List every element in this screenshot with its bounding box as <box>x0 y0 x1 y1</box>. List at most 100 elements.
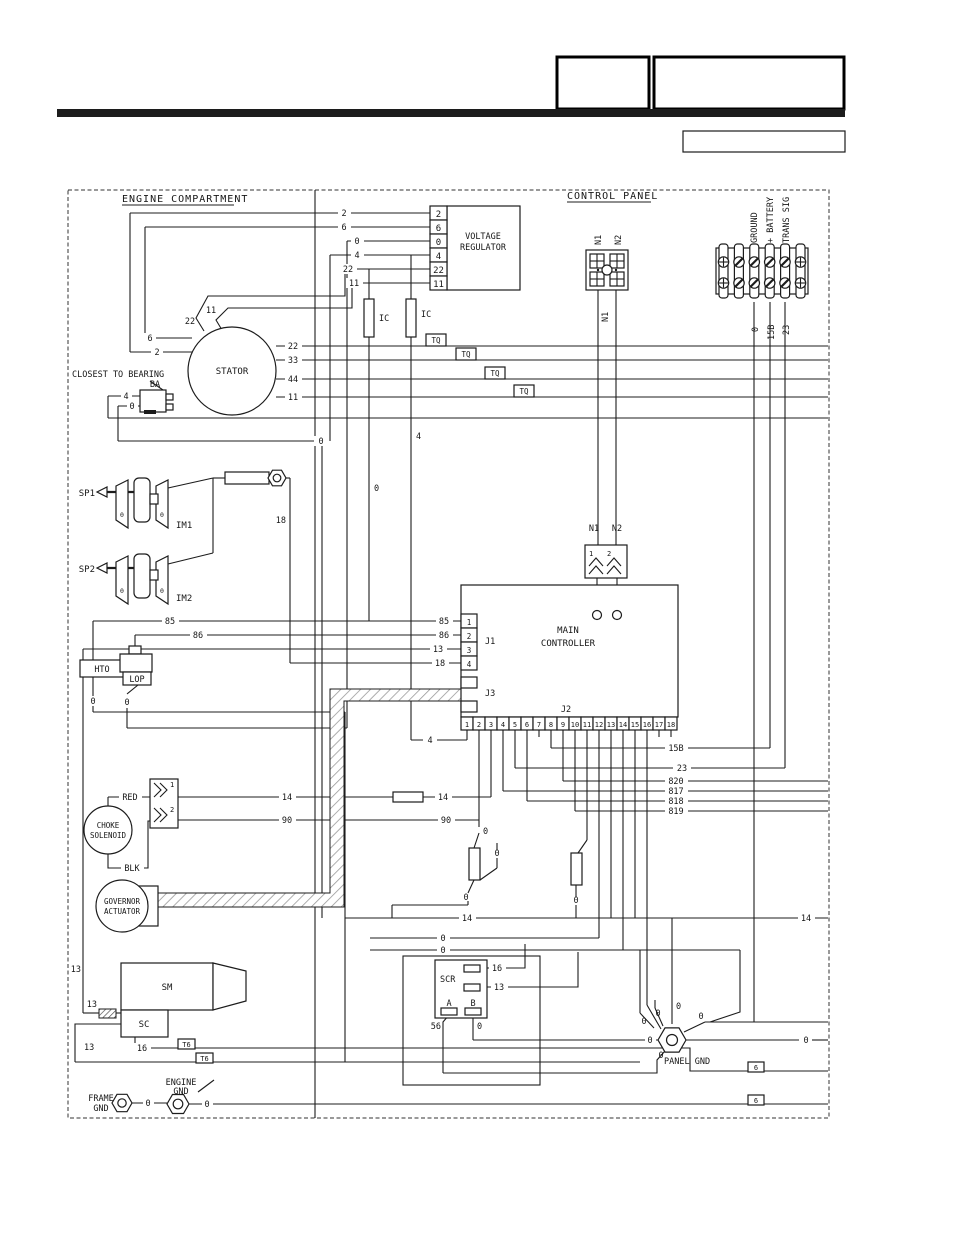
wire-label: 14 <box>438 793 448 803</box>
scr-label: SCR <box>440 975 456 985</box>
wire-label: 13 <box>84 1043 94 1053</box>
wire-label: 0 <box>440 934 445 944</box>
wire-label: 13 <box>87 1000 97 1010</box>
wire-label: 18 <box>435 659 445 669</box>
j2-pin: 7 <box>537 721 541 729</box>
hto-label: HTO <box>94 665 109 675</box>
wire-label: 0 <box>124 698 129 708</box>
j1-pin: 4 <box>467 660 472 669</box>
tq-tag-box <box>484 366 506 380</box>
sp1-label: SP1 <box>79 489 95 499</box>
vr-terminal: 2 <box>436 210 441 220</box>
n2-label: N2 <box>612 524 622 534</box>
t6-tag: T6 <box>200 1055 208 1063</box>
j2-pin: 13 <box>607 721 615 729</box>
j2-label: J2 <box>561 705 571 715</box>
ignition-resistor <box>224 471 270 485</box>
vr-terminal: 0 <box>436 238 441 248</box>
wire-label: 817 <box>668 787 683 797</box>
resistor-1 <box>468 847 481 881</box>
wire-label: 0 <box>129 402 134 412</box>
wire-label: 56 <box>431 1022 441 1032</box>
choke-pin: 2 <box>170 806 174 814</box>
six-tag-box <box>747 1094 765 1106</box>
wire-label: 0 <box>120 587 124 595</box>
wire-label: 6 <box>341 223 346 233</box>
page-header <box>57 55 846 153</box>
hex-terminal-icon <box>267 469 287 487</box>
j2-pin: 18 <box>667 721 675 729</box>
im1-label: IM1 <box>176 521 192 531</box>
wire-label: 14 <box>801 914 811 924</box>
wire-label: 11 <box>206 306 216 316</box>
wire-label: 0 <box>676 1002 681 1012</box>
panel-gnd-lug <box>657 1027 687 1053</box>
wire-label: BLK <box>124 864 140 874</box>
wire-label: 11 <box>349 279 359 289</box>
t6-tag: T6 <box>182 1041 190 1049</box>
wire-label: 0 <box>160 511 164 519</box>
wire-label: 23 <box>782 325 792 335</box>
battery-label: + BATTERY <box>766 197 776 243</box>
j1-pin: 1 <box>467 618 472 627</box>
j2-pin: 4 <box>501 721 505 729</box>
wire-label: 0 <box>494 849 499 859</box>
j2-pin: 12 <box>595 721 603 729</box>
wire-label: 13 <box>433 645 443 655</box>
wire-label: RED <box>122 793 137 803</box>
j2-pin: 9 <box>561 721 565 729</box>
j2-pin: 1 <box>465 721 469 729</box>
ba-brush-assembly <box>139 389 174 414</box>
ignition-module-2 <box>95 553 169 606</box>
six-tag: 6 <box>754 1097 758 1105</box>
vr-terminal: 11 <box>433 280 444 290</box>
lop-label: LOP <box>129 675 144 685</box>
wire-label: 0 <box>573 896 578 906</box>
wire-label: 18 <box>276 516 286 526</box>
voltage-regulator <box>429 205 521 291</box>
wire-label: 14 <box>282 793 292 803</box>
header-rule <box>57 109 845 117</box>
governor-name: GOVERNOR <box>104 897 141 906</box>
stator-symbol <box>187 326 277 416</box>
wire-label: 0 <box>658 1051 663 1061</box>
j2-pin: 6 <box>525 721 529 729</box>
tq-tag: TQ <box>519 387 529 396</box>
wire-label: 2 <box>154 348 159 358</box>
wire-label: 33 <box>288 356 298 366</box>
j1-label: J1 <box>485 637 495 647</box>
n1-wire-label: N1 <box>601 312 611 322</box>
tq-tag: TQ <box>431 336 441 345</box>
tq-tag-box <box>425 333 447 347</box>
wire-label: 11 <box>288 393 298 403</box>
wire-label: 0 <box>160 587 164 595</box>
terminal-strip <box>715 243 809 299</box>
wire-label: 23 <box>677 764 687 774</box>
n1-label: N1 <box>594 235 604 245</box>
scr-terminal: A <box>446 999 451 1009</box>
wire-label: 0 <box>120 511 124 519</box>
frame-gnd-lug <box>111 1093 133 1113</box>
j2-pin: 17 <box>655 721 663 729</box>
engine-gnd-label: ENGINE <box>166 1078 197 1088</box>
ic-resistor-2 <box>405 298 417 338</box>
controller-name: CONTROLLER <box>541 639 596 649</box>
choke-name: CHOKE <box>97 821 120 830</box>
vr-terminal: 22 <box>433 266 444 276</box>
j3-label: J3 <box>485 689 495 699</box>
wire-label: 22 <box>185 317 195 327</box>
wire-label: 820 <box>668 777 683 787</box>
six-tag-box <box>747 1061 765 1073</box>
diagram-frame <box>67 189 830 1119</box>
header-sub-box <box>682 130 846 153</box>
wire-label: 16 <box>492 964 502 974</box>
sc-label: SC <box>139 1020 150 1030</box>
frame-gnd-label: GND <box>93 1104 108 1114</box>
wire-label: 0 <box>90 697 95 707</box>
wire-label: 4 <box>123 392 128 402</box>
wire-label: 13 <box>494 983 504 993</box>
vr-terminal: 6 <box>436 224 441 234</box>
wire-label: 819 <box>668 807 683 817</box>
components <box>79 205 809 1115</box>
